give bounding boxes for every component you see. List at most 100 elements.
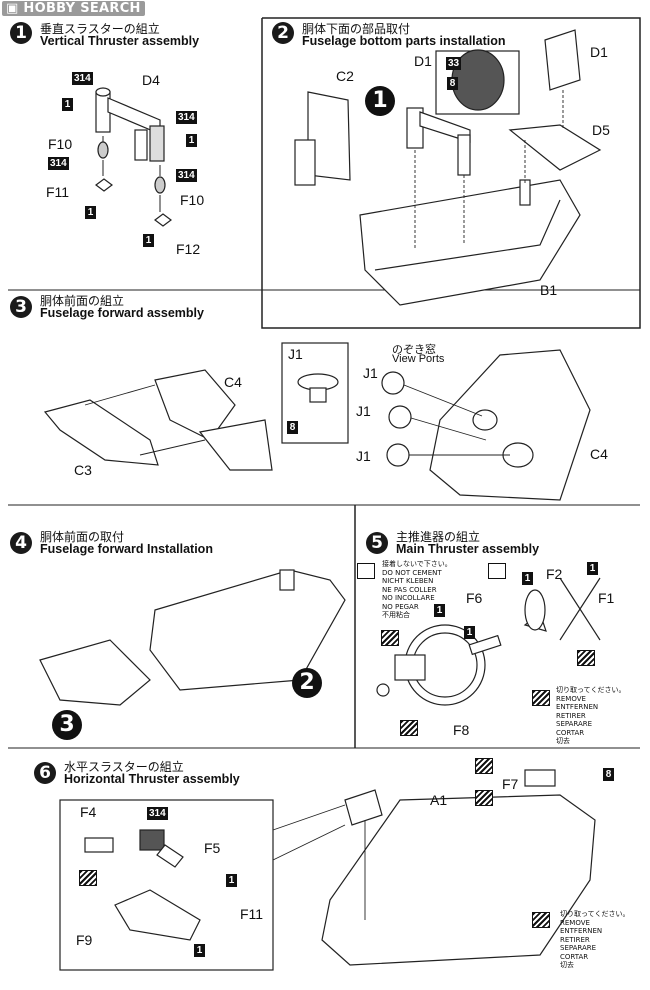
step-ref-1: 1 xyxy=(365,86,395,116)
paint-314-badge: 314 xyxy=(176,111,197,124)
part-j1-label: J1 xyxy=(363,365,378,381)
remove-line: 切り取ってください。 xyxy=(556,686,626,694)
step-ref-2: 2 xyxy=(292,668,322,698)
remove-line: REMOVE xyxy=(560,918,590,927)
remove-icon xyxy=(400,720,418,736)
part-d1-label: D1 xyxy=(414,53,432,69)
step-3-title-en: Fuselage forward assembly xyxy=(40,306,204,320)
part-f10-label: F10 xyxy=(48,136,73,152)
no-cement-line: DO NOT CEMENT xyxy=(382,568,442,577)
sprue-1-badge: 1 xyxy=(194,944,205,957)
remove-line: SEPARARE xyxy=(556,720,593,728)
step-2-title-jp: 胴体下面の部品取付 xyxy=(302,22,411,36)
part-c2-label: C2 xyxy=(336,68,354,84)
part-c3-label: C3 xyxy=(74,462,92,478)
part-f7-label: F7 xyxy=(502,776,519,792)
step-4-title-jp: 胴体前面の取付 xyxy=(40,530,125,544)
sprue-1-badge: 1 xyxy=(464,626,475,639)
sprue-1-badge: 1 xyxy=(186,134,197,147)
remove-line: RETIRER xyxy=(560,935,590,944)
watermark-logo: ▣ HOBBY SEARCH xyxy=(2,1,145,16)
step-1-title-en: Vertical Thruster assembly xyxy=(40,34,200,48)
no-cement-notice: 接着しないで下さい。 DO NOT CEMENT NICHT KLEBEN NE… xyxy=(382,560,452,620)
no-cement-icon xyxy=(357,563,375,579)
step-4-title-en: Fuselage forward Installation xyxy=(40,542,213,556)
sprue-1-badge: 1 xyxy=(434,604,445,617)
sprue-8-badge: 8 xyxy=(603,768,614,781)
no-cement-line: NO PEGAR xyxy=(382,602,419,611)
part-c4-label: C4 xyxy=(590,446,608,462)
part-f9-label: F9 xyxy=(76,932,93,948)
part-j1-label: J1 xyxy=(356,403,371,419)
no-cement-line: NE PAS COLLER xyxy=(382,585,437,594)
remove-icon xyxy=(475,790,493,806)
step-6-title-jp: 水平スラスターの組立 xyxy=(64,760,184,774)
step-6-title-en: Horizontal Thruster assembly xyxy=(64,772,240,786)
part-f11-label: F11 xyxy=(46,184,70,200)
remove-icon xyxy=(532,912,550,928)
step-6-number: 6 xyxy=(34,762,56,784)
no-cement-line: NO INCOLLARE xyxy=(382,594,435,602)
paint-314-badge: 314 xyxy=(176,169,197,182)
remove-line: ENTFERNEN xyxy=(556,703,599,711)
remove-notice: 切り取ってください。 REMOVE ENTFERNEN RETIRER SEPA… xyxy=(560,910,629,970)
paint-314-badge: 314 xyxy=(72,72,93,85)
part-f4-label: F4 xyxy=(80,804,97,820)
no-cement-line: 接着しないで下さい。 xyxy=(382,560,452,568)
view-ports-jp: のぞき窓 xyxy=(392,343,436,356)
step-5-title-en: Main Thruster assembly xyxy=(396,542,540,556)
part-f5-label: F5 xyxy=(204,840,221,856)
paint-314-badge: 314 xyxy=(147,807,168,820)
view-ports-en: View Ports xyxy=(392,353,445,365)
part-b1-label: B1 xyxy=(540,282,558,298)
remove-line: SEPARARE xyxy=(560,944,597,952)
sprue-1-badge: 1 xyxy=(62,98,73,111)
part-f2-label: F2 xyxy=(546,566,563,582)
remove-line: 切り取ってください。 xyxy=(560,910,630,918)
remove-line: ENTFERNEN xyxy=(560,927,603,935)
remove-notice: 切り取ってください。 REMOVE ENTFERNEN RETIRER SEPA… xyxy=(556,686,625,746)
part-j1-label: J1 xyxy=(288,346,303,362)
part-f12-label: F12 xyxy=(176,241,201,257)
part-d5-label: D5 xyxy=(592,122,610,138)
step-1-title-jp: 垂直スラスターの組立 xyxy=(40,22,160,36)
part-f8-label: F8 xyxy=(453,722,470,738)
paint-314-badge: 314 xyxy=(48,157,69,170)
step-5-title-jp: 主推進器の組立 xyxy=(396,530,481,544)
remove-line: CORTAR xyxy=(560,952,589,961)
part-j1-label: J1 xyxy=(356,448,371,464)
remove-icon xyxy=(79,870,97,886)
remove-line: REMOVE xyxy=(556,694,586,703)
no-cement-line: 不用粘合 xyxy=(382,611,410,619)
sprue-8-badge: 8 xyxy=(287,421,298,434)
remove-line: 切去 xyxy=(560,961,574,969)
step-4-number: 4 xyxy=(10,532,32,554)
part-d1-label: D1 xyxy=(590,44,608,60)
no-cement-icon xyxy=(488,563,506,579)
step-5-number: 5 xyxy=(366,532,388,554)
remove-icon xyxy=(381,630,399,646)
remove-line: CORTAR xyxy=(556,728,585,737)
remove-line: RETIRER xyxy=(556,711,586,720)
step-3-title-jp: 胴体前面の組立 xyxy=(40,294,125,308)
step-2-number: 2 xyxy=(272,22,294,44)
sprue-1-badge: 1 xyxy=(226,874,237,887)
remove-icon xyxy=(577,650,595,666)
remove-icon xyxy=(475,758,493,774)
part-f1-label: F1 xyxy=(598,590,615,606)
step-2-title-en: Fuselage bottom parts installation xyxy=(302,34,506,48)
sprue-8-badge: 8 xyxy=(447,77,458,90)
sprue-1-badge: 1 xyxy=(522,572,533,585)
sprue-1-badge: 1 xyxy=(587,562,598,575)
sprue-1-badge: 1 xyxy=(85,206,96,219)
no-cement-line: NICHT KLEBEN xyxy=(382,577,434,585)
remove-line: 切去 xyxy=(556,737,570,745)
step-3-number: 3 xyxy=(10,296,32,318)
part-a1-label: A1 xyxy=(430,792,448,808)
part-f6-label: F6 xyxy=(466,590,483,606)
sprue-1-badge: 1 xyxy=(143,234,154,247)
paint-33-badge: 33 xyxy=(446,57,462,70)
step-ref-3: 3 xyxy=(52,710,82,740)
part-f10-label: F10 xyxy=(180,192,205,208)
